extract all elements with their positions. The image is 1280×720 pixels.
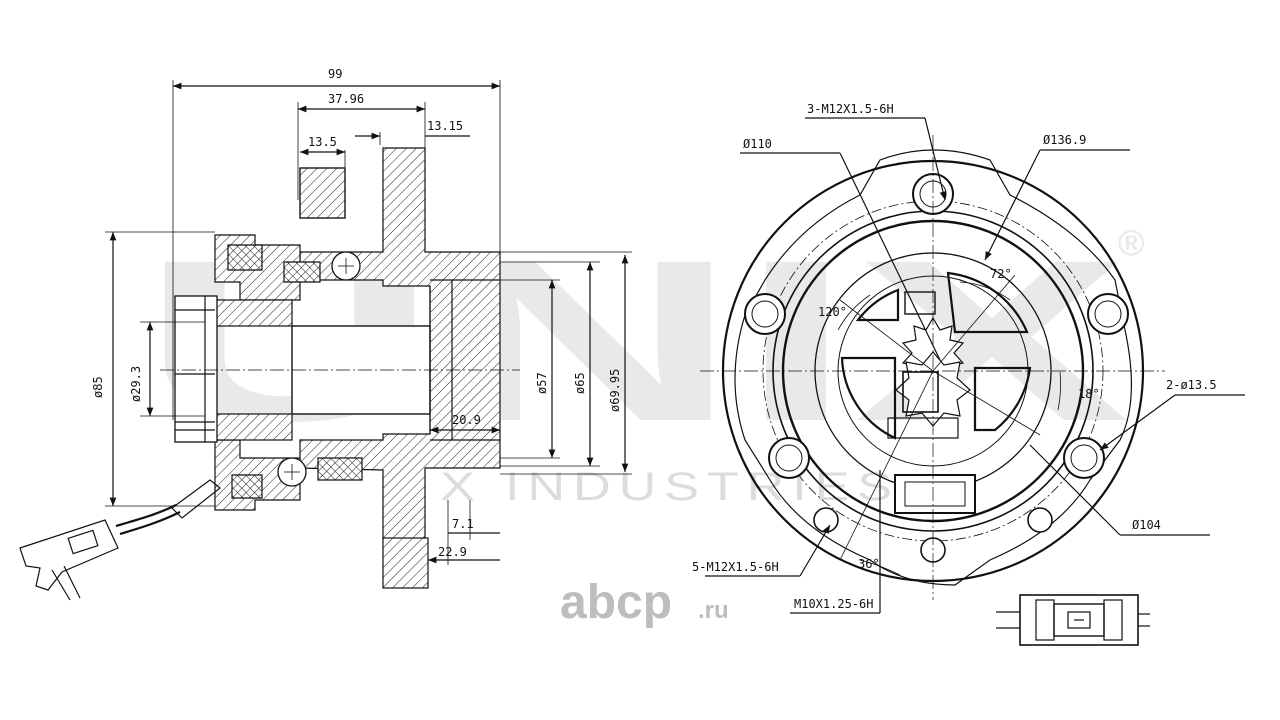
side-section-view: 99 37.96 13.15 13.5 ø85 ø29.3 20.9 ø57 ø… — [19, 67, 632, 601]
label-dia-110: Ø110 — [743, 137, 772, 151]
abcp-logo-tld: .ru — [698, 597, 729, 624]
dim-flange-thickness: 13.15 — [427, 119, 463, 133]
dim-pilot-7-1: 7.1 — [452, 517, 474, 531]
label-angle-18: 18° — [1078, 387, 1100, 401]
dim-stud-spacing: 13.5 — [308, 135, 337, 149]
watermark-registered-mark: ® — [1118, 222, 1145, 263]
connector-detail — [996, 594, 1150, 646]
label-thread-5: 5-M12X1.5-6H — [692, 560, 779, 574]
abcp-logo-name: abcp — [560, 576, 672, 629]
dim-diameter-85: ø85 — [91, 376, 105, 398]
stud-holes — [744, 173, 1129, 563]
dim-diameter-57: ø57 — [535, 372, 549, 394]
dim-diameter-29-3: ø29.3 — [129, 366, 143, 402]
dim-flange-to-end: 37.96 — [328, 92, 364, 106]
dim-bore-20-9: 20.9 — [452, 413, 481, 427]
watermark-subtitle: X INDUSTRIES — [440, 465, 900, 509]
label-angle-120: 120° — [818, 305, 847, 319]
dim-overall-length: 99 — [328, 67, 342, 81]
label-angle-72: 72° — [990, 267, 1012, 281]
dim-pilot-22-9: 22.9 — [438, 545, 467, 559]
label-dia-104: Ø104 — [1132, 518, 1161, 532]
label-thread-3: 3-M12X1.5-6H — [807, 102, 894, 116]
label-holes-2: 2-ø13.5 — [1166, 378, 1217, 392]
dim-diameter-69-95: ø69.95 — [608, 369, 622, 412]
front-view: 3-M12X1.5-6H Ø110 Ø136.9 72° 120° 2-ø13.… — [692, 102, 1245, 614]
label-thread-m10: M10X1.25-6H — [794, 597, 873, 611]
dim-diameter-65: ø65 — [573, 372, 587, 394]
abcp-logo: abcp .ru — [560, 576, 729, 629]
label-dia-136-9: Ø136.9 — [1043, 133, 1086, 147]
label-angle-36: 36° — [858, 557, 880, 571]
